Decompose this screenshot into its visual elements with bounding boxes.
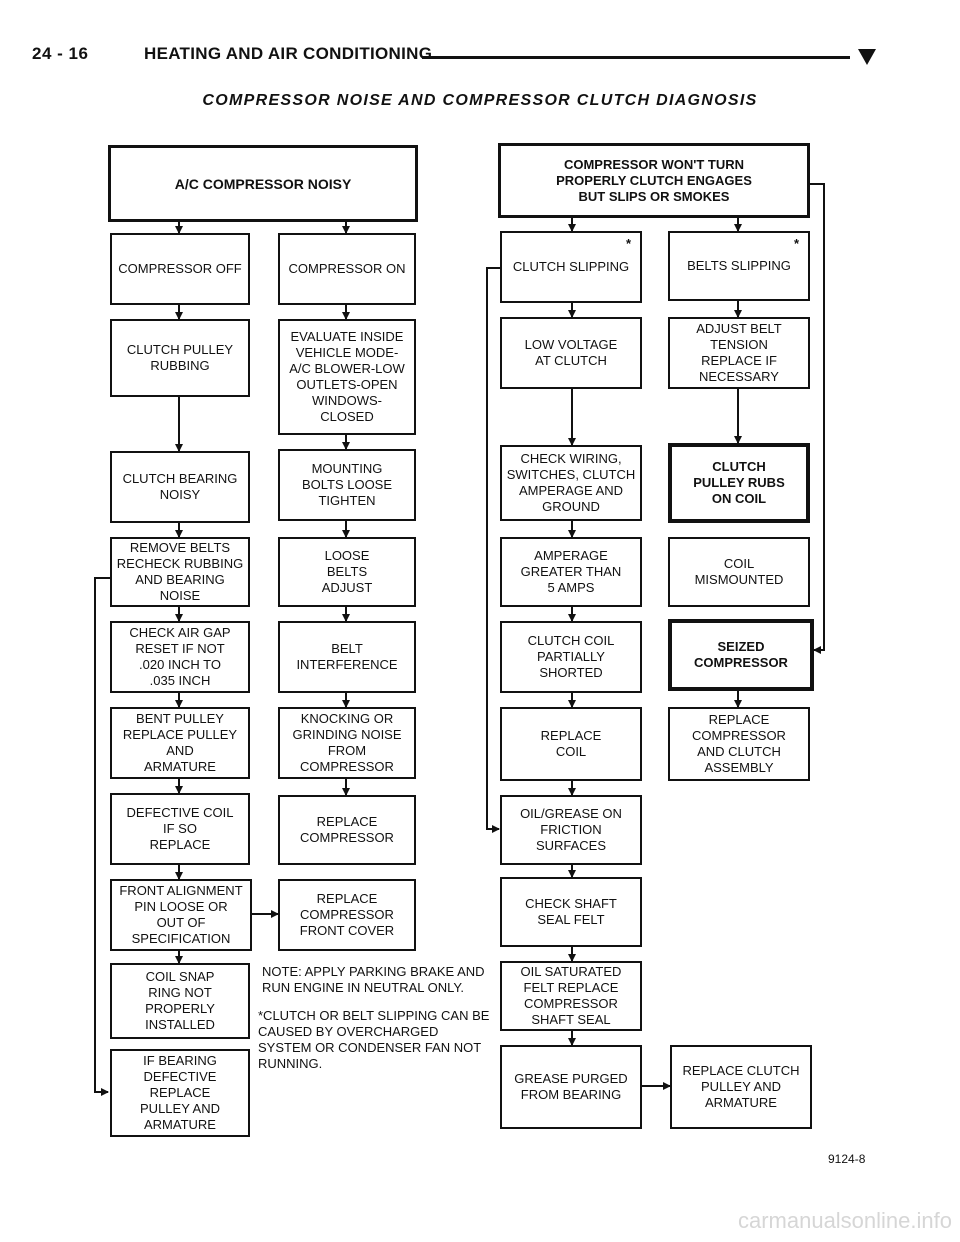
node-belt-interference: BELT INTERFERENCE: [278, 621, 416, 693]
node-check-wiring: CHECK WIRING, SWITCHES, CLUTCH AMPERAGE …: [500, 445, 642, 521]
node-compressor-off: COMPRESSOR OFF: [110, 233, 250, 305]
node-defective-coil: DEFECTIVE COIL IF SO REPLACE: [110, 793, 250, 865]
node-replace-coil: REPLACE COIL: [500, 707, 642, 781]
node-front-alignment-pin: FRONT ALIGNMENT PIN LOOSE OR OUT OF SPEC…: [110, 879, 252, 951]
diagram-title: COMPRESSOR NOISE AND COMPRESSOR CLUTCH D…: [202, 92, 758, 109]
node-coil-mismounted: COIL MISMOUNTED: [668, 537, 810, 607]
node-loose-belts: LOOSE BELTS ADJUST: [278, 537, 416, 607]
section-title: HEATING AND AIR CONDITIONING: [144, 44, 433, 63]
node-replace-compressor: REPLACE COMPRESSOR: [278, 795, 416, 865]
node-adjust-belt-tension: ADJUST BELT TENSION REPLACE IF NECESSARY: [668, 317, 810, 389]
node-compressor-on: COMPRESSOR ON: [278, 233, 416, 305]
node-replace-pulley-armature: IF BEARING DEFECTIVE REPLACE PULLEY AND …: [110, 1049, 250, 1137]
note-parking-brake: NOTE: APPLY PARKING BRAKE AND RUN ENGINE…: [262, 964, 485, 995]
root-compressor-wont-turn: COMPRESSOR WON'T TURN PROPERLY CLUTCH EN…: [498, 143, 810, 218]
node-belts-slipping: BELTS SLIPPING: [668, 231, 810, 301]
node-replace-front-cover: REPLACE COMPRESSOR FRONT COVER: [278, 879, 416, 951]
root-compressor-noisy: A/C COMPRESSOR NOISY: [108, 145, 418, 222]
watermark: carmanualsonline.info: [737, 1208, 952, 1233]
header-rule: [422, 56, 850, 59]
node-clutch-pulley-rubbing: CLUTCH PULLEY RUBBING: [110, 319, 250, 397]
node-oil-saturated-felt: OIL SATURATED FELT REPLACE COMPRESSOR SH…: [500, 961, 642, 1031]
node-amperage-greater: AMPERAGE GREATER THAN 5 AMPS: [500, 537, 642, 607]
triangle-marker-icon: [858, 49, 876, 65]
node-bent-pulley: BENT PULLEY REPLACE PULLEY AND ARMATURE: [110, 707, 250, 779]
node-clutch-pulley-rubs: CLUTCH PULLEY RUBS ON COIL: [668, 443, 810, 523]
node-seized-compressor: SEIZED COMPRESSOR: [668, 619, 814, 691]
figure-id: 9124-8: [828, 1152, 866, 1166]
node-remove-belts: REMOVE BELTS RECHECK RUBBING AND BEARING…: [110, 537, 250, 607]
footnote-star: *: [794, 236, 800, 251]
node-coil-snap-ring: COIL SNAP RING NOT PROPERLY INSTALLED: [110, 963, 250, 1039]
node-evaluate-inside: EVALUATE INSIDE VEHICLE MODE- A/C BLOWER…: [278, 319, 416, 435]
footnote-star: *: [626, 236, 632, 251]
node-clutch-coil-shorted: CLUTCH COIL PARTIALLY SHORTED: [500, 621, 642, 693]
node-replace-clutch-pulley: REPLACE CLUTCH PULLEY AND ARMATURE: [670, 1045, 812, 1129]
node-check-shaft-seal: CHECK SHAFT SEAL FELT: [500, 877, 642, 947]
node-clutch-slipping: CLUTCH SLIPPING: [500, 231, 642, 303]
node-check-air-gap: CHECK AIR GAP RESET IF NOT .020 INCH TO …: [110, 621, 250, 693]
note-slipping-cause: *CLUTCH OR BELT SLIPPING CAN BE CAUSED B…: [258, 1008, 490, 1071]
node-clutch-bearing-noisy: CLUTCH BEARING NOISY: [110, 451, 250, 523]
node-oil-grease-friction: OIL/GREASE ON FRICTION SURFACES: [500, 795, 642, 865]
node-low-voltage: LOW VOLTAGE AT CLUTCH: [500, 317, 642, 389]
node-mounting-bolts: MOUNTING BOLTS LOOSE TIGHTEN: [278, 449, 416, 521]
node-knocking-grinding: KNOCKING OR GRINDING NOISE FROM COMPRESS…: [278, 707, 416, 779]
node-replace-compressor-clutch: REPLACE COMPRESSOR AND CLUTCH ASSEMBLY: [668, 707, 810, 781]
node-grease-purged: GREASE PURGED FROM BEARING: [500, 1045, 642, 1129]
page-header: 24 - 16 HEATING AND AIR CONDITIONING: [0, 0, 960, 78]
page-number: 24 - 16: [32, 44, 89, 63]
